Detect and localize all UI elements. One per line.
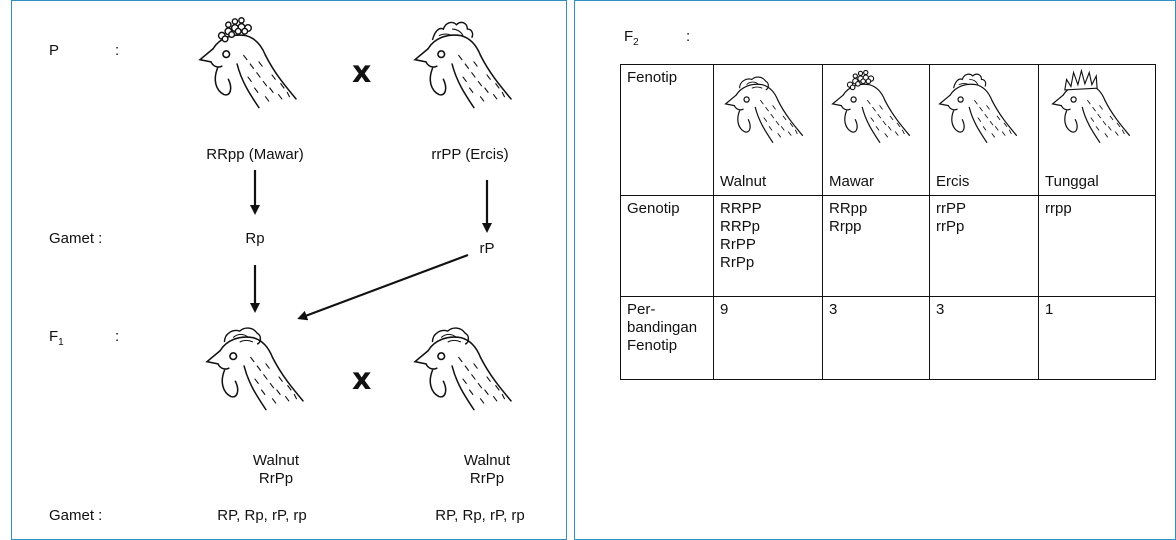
walnut-comb-hen-icon: [724, 76, 804, 143]
f1-left-name: Walnut: [252, 452, 300, 469]
gamet-label-p: Gamet :: [49, 230, 103, 247]
f2-label: F2: [624, 28, 639, 48]
phenotype-name: Tunggal: [1045, 173, 1099, 190]
p-colon: :: [115, 42, 120, 59]
f1-right-genotype: RrPp: [469, 470, 505, 487]
genotype-cell-ercis: rrPP rrPp: [929, 195, 1039, 297]
pheno-cell-mawar: Mawar: [822, 64, 930, 196]
f1-left-genotype: RrPp: [258, 470, 294, 487]
ratio-cell-mawar: 3: [822, 296, 930, 380]
row-header-genotip: Genotip: [620, 195, 714, 297]
pea-comb-hen-icon: [414, 21, 512, 109]
gamet-f1-left: RP, Rp, rP, rp: [217, 507, 307, 524]
f1-right-name: Walnut: [463, 452, 511, 469]
f2-phenotype-table: Fenotip Walnut Mawar Ercis Tunggal Genot…: [620, 64, 1156, 380]
p-label: P: [49, 42, 60, 59]
walnut-comb-hen-icon: [414, 327, 512, 411]
ratio-cell-walnut: 9: [713, 296, 823, 380]
gamet-p-right: rP: [479, 240, 495, 257]
pheno-cell-ercis: Ercis: [929, 64, 1039, 196]
genotype-cell-tunggal: rrpp: [1038, 195, 1156, 297]
arrow-gamet-right-to-f1: [297, 253, 469, 321]
gamet-p-left: Rp: [245, 230, 265, 247]
phenotype-name: Mawar: [829, 173, 875, 190]
gamet-f1-right: RP, Rp, rP, rp: [435, 507, 525, 524]
ratio-cell-ercis: 3: [929, 296, 1039, 380]
table-row-fenotip: Fenotip Walnut Mawar Ercis Tunggal: [620, 64, 1156, 196]
genotype-cell-walnut: RRPP RRPp RrPP RrPp: [713, 195, 823, 297]
p-left-genotype: RRpp (Mawar): [206, 146, 304, 163]
f1-colon: :: [115, 328, 120, 345]
cross-symbol-p: x: [352, 55, 372, 90]
gamet-label-f1: Gamet :: [49, 507, 103, 524]
pea-comb-hen-icon: [938, 73, 1018, 143]
ratio-cell-tunggal: 1: [1038, 296, 1156, 380]
row-header-fenotip: Fenotip: [620, 64, 714, 196]
phenotype-name: Walnut: [720, 173, 767, 190]
genotype-cell-mawar: RRpp Rrpp: [822, 195, 930, 297]
rose-comb-hen-icon: [831, 69, 911, 143]
cross-symbol-f1: x: [352, 362, 372, 397]
table-row-genotip: Genotip RRPP RRPp RrPP RrPp RRpp Rrpp rr…: [620, 195, 1156, 297]
single-comb-hen-icon: [1051, 70, 1131, 143]
phenotype-name: Ercis: [936, 173, 970, 190]
pheno-cell-walnut: Walnut: [713, 64, 823, 196]
f2-colon: :: [686, 28, 691, 45]
f1-label: F1: [49, 328, 64, 348]
table-row-ratio: Per- bandingan Fenotip 9 3 3 1: [620, 296, 1156, 380]
pheno-cell-tunggal: Tunggal: [1038, 64, 1156, 196]
inheritance-arrows: [250, 170, 492, 321]
row-header-ratio: Per- bandingan Fenotip: [620, 296, 714, 380]
rose-comb-hen-icon: [199, 17, 297, 109]
walnut-comb-hen-icon: [206, 327, 304, 411]
p-right-genotype: rrPP (Ercis): [431, 146, 509, 163]
